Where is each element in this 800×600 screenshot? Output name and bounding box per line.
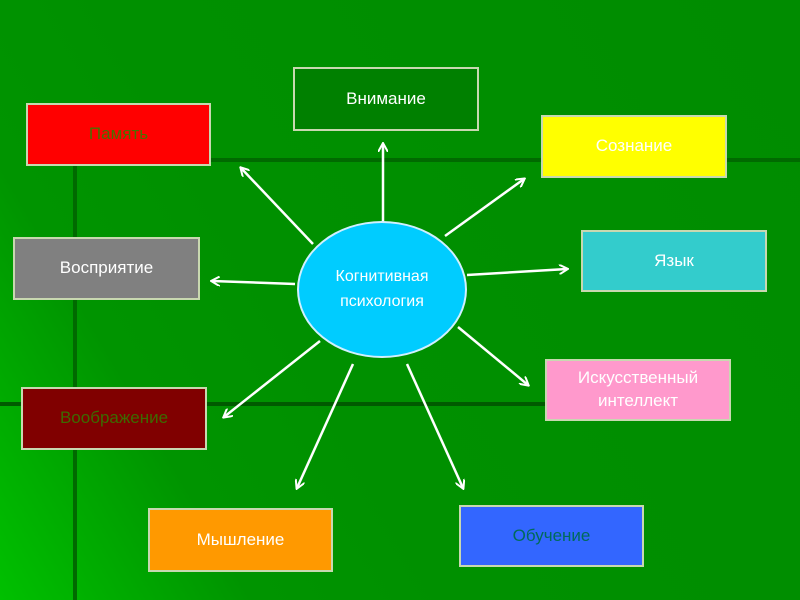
decor-line-v1: [73, 160, 77, 600]
node-thinking: Мышление: [148, 508, 333, 572]
node-consciousness: Сознание: [541, 115, 727, 178]
arrow-to-memory: [241, 168, 314, 245]
arrow-to-perception: [212, 281, 296, 284]
node-attention: Внимание: [293, 67, 479, 131]
arrow-to-learning: [405, 363, 463, 488]
node-language: Язык: [581, 230, 767, 292]
center-node: Когнитивная психология: [297, 221, 467, 358]
arrow-to-language: [466, 269, 567, 277]
node-ai: Искусственный интеллект: [545, 359, 731, 421]
node-learning: Обучение: [459, 505, 644, 567]
node-imagination: Воображение: [21, 387, 207, 450]
arrow-to-imagination: [224, 340, 321, 417]
decor-line-h1: [210, 158, 800, 162]
arrow-to-thinking: [297, 363, 355, 488]
arrow-to-ai: [457, 326, 528, 385]
decor-line-h2: [0, 402, 560, 406]
arrow-to-consciousness: [444, 179, 524, 238]
node-memory: Память: [26, 103, 211, 166]
node-perception: Восприятие: [13, 237, 200, 300]
